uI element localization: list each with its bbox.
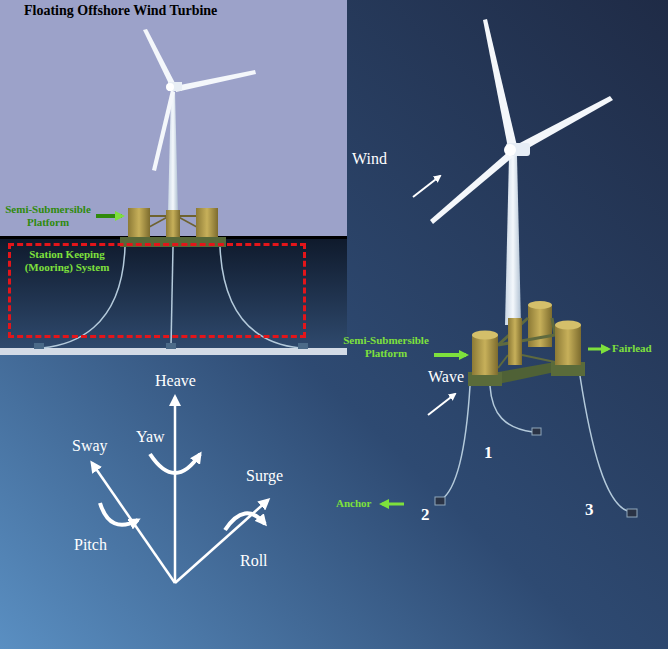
region-label: Station Keeping (Mooring) System	[15, 248, 119, 273]
axis-label: Roll	[240, 552, 268, 570]
axis-label: Sway	[72, 437, 108, 455]
fairlead-label: Fairlead	[612, 342, 652, 355]
axis-label: Surge	[246, 467, 283, 485]
axis-label: Pitch	[74, 536, 107, 554]
platform-label: Semi-Submersible Platform	[340, 334, 432, 359]
callout-number: 2	[421, 505, 430, 525]
mooring-region-box: Station Keeping (Mooring) System	[8, 243, 306, 338]
axis-label: Heave	[155, 372, 196, 390]
diagram-title: Floating Offshore Wind Turbine	[24, 3, 217, 19]
platform-label: Semi-Submersible Platform	[2, 203, 94, 228]
anchor-label: Anchor	[336, 497, 371, 510]
callout-number: 1	[484, 443, 493, 463]
callout-number: 3	[585, 500, 594, 520]
axis-label: Yaw	[136, 428, 165, 446]
wind-label: Wind	[352, 150, 387, 168]
wave-label: Wave	[428, 368, 464, 386]
